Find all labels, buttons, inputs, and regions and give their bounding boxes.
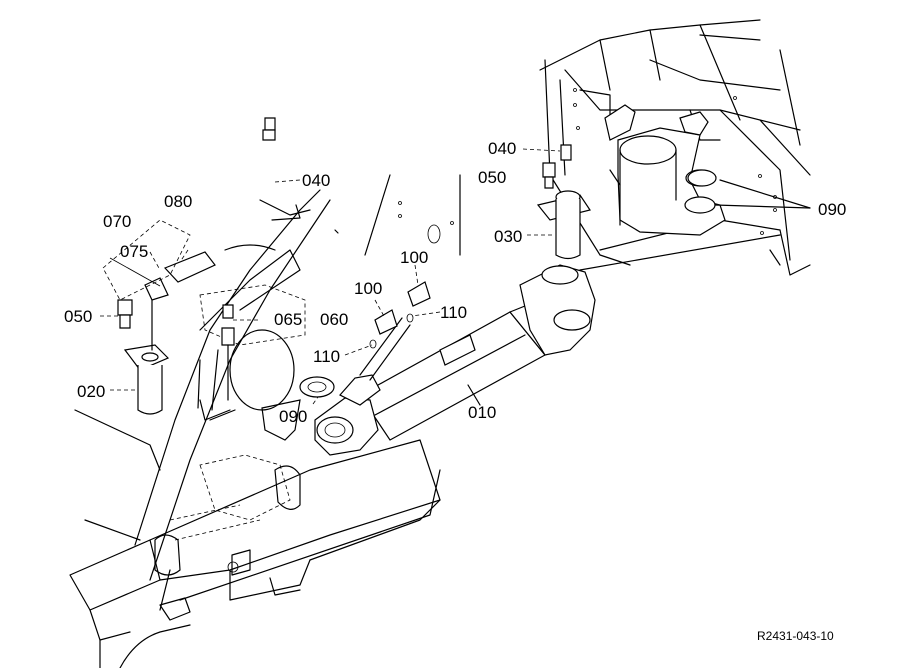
label-060: 060 <box>320 310 348 329</box>
label-040-right: 040 <box>488 139 516 158</box>
fittings-060-065 <box>197 284 306 411</box>
pin-020 <box>117 299 170 415</box>
label-040-left: 040 <box>302 171 330 190</box>
label-080: 080 <box>164 192 192 211</box>
label-065: 065 <box>274 310 302 329</box>
label-030: 030 <box>494 227 522 246</box>
label-050-left: 050 <box>64 307 92 326</box>
label-020: 020 <box>77 382 105 401</box>
label-110-left: 110 <box>313 347 340 366</box>
drawing-code: R2431-043-10 <box>757 629 834 643</box>
pivot-bracket <box>604 104 726 236</box>
label-090-left: 090 <box>279 407 307 426</box>
machine-frame <box>69 19 811 668</box>
hydraulic-cylinder <box>314 264 596 456</box>
leader-lines <box>100 148 811 406</box>
label-100-right: 100 <box>400 248 428 267</box>
washers <box>229 117 717 441</box>
pin-030 <box>536 144 591 260</box>
label-010: 010 <box>468 403 496 422</box>
label-075: 075 <box>120 242 148 261</box>
label-110-right: 110 <box>440 303 467 322</box>
label-050-right: 050 <box>478 168 506 187</box>
grease-hose <box>102 219 216 301</box>
label-090-right: 090 <box>818 200 846 219</box>
label-100-left: 100 <box>354 279 382 298</box>
label-070: 070 <box>103 212 131 231</box>
